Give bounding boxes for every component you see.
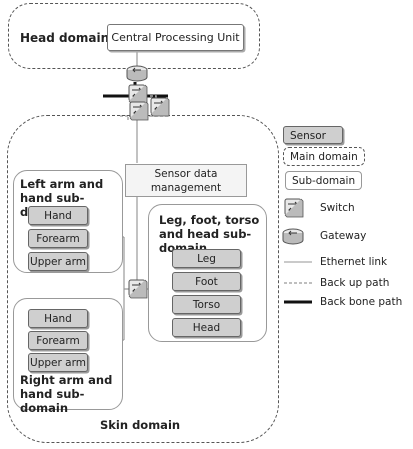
legend-ethernet-label: Ethernet link: [320, 256, 388, 268]
gateway-icon: [126, 65, 148, 82]
sensor-right-upper-arm: Upper arm: [28, 353, 88, 372]
sensor-torso: Torso: [172, 295, 241, 314]
sensor-left-hand: Hand: [28, 206, 88, 225]
switch-icon: [129, 101, 149, 121]
sensor-right-hand: Hand: [28, 309, 88, 328]
switch-icon: [150, 97, 170, 117]
cpu-box: Central Processing Unit: [107, 24, 244, 51]
switch-icon: [128, 84, 148, 104]
right-arm-title: Right arm and hand sub-domain: [20, 373, 113, 415]
legend-sensor: Sensor: [283, 126, 343, 144]
sensor-left-forearm: Forearm: [28, 229, 88, 248]
legend-backbone-label: Back bone path: [320, 296, 403, 308]
sensor-left-upper-arm: Upper arm: [28, 252, 88, 271]
legend-switch-icon: [284, 198, 304, 218]
sensor-leg: Leg: [172, 249, 241, 268]
skin-domain-title: Skin domain: [100, 418, 181, 432]
sensor-foot: Foot: [172, 272, 241, 291]
legend-backup-label: Back up path: [320, 277, 390, 289]
legend-main-domain: Main domain: [283, 147, 365, 166]
head-domain-title: Head domain: [20, 31, 110, 45]
legend-switch-label: Switch: [320, 202, 355, 214]
legend-gateway-label: Gateway: [320, 230, 367, 242]
sensor-right-forearm: Forearm: [28, 331, 88, 350]
legend-gateway-icon: [282, 228, 304, 245]
sensor-head: Head: [172, 318, 241, 337]
sensor-data-management: Sensor data management: [125, 164, 247, 197]
cpu-label: Central Processing Unit: [111, 31, 240, 44]
legend-sub-domain: Sub-domain: [285, 171, 363, 190]
switch-icon: [128, 279, 148, 299]
